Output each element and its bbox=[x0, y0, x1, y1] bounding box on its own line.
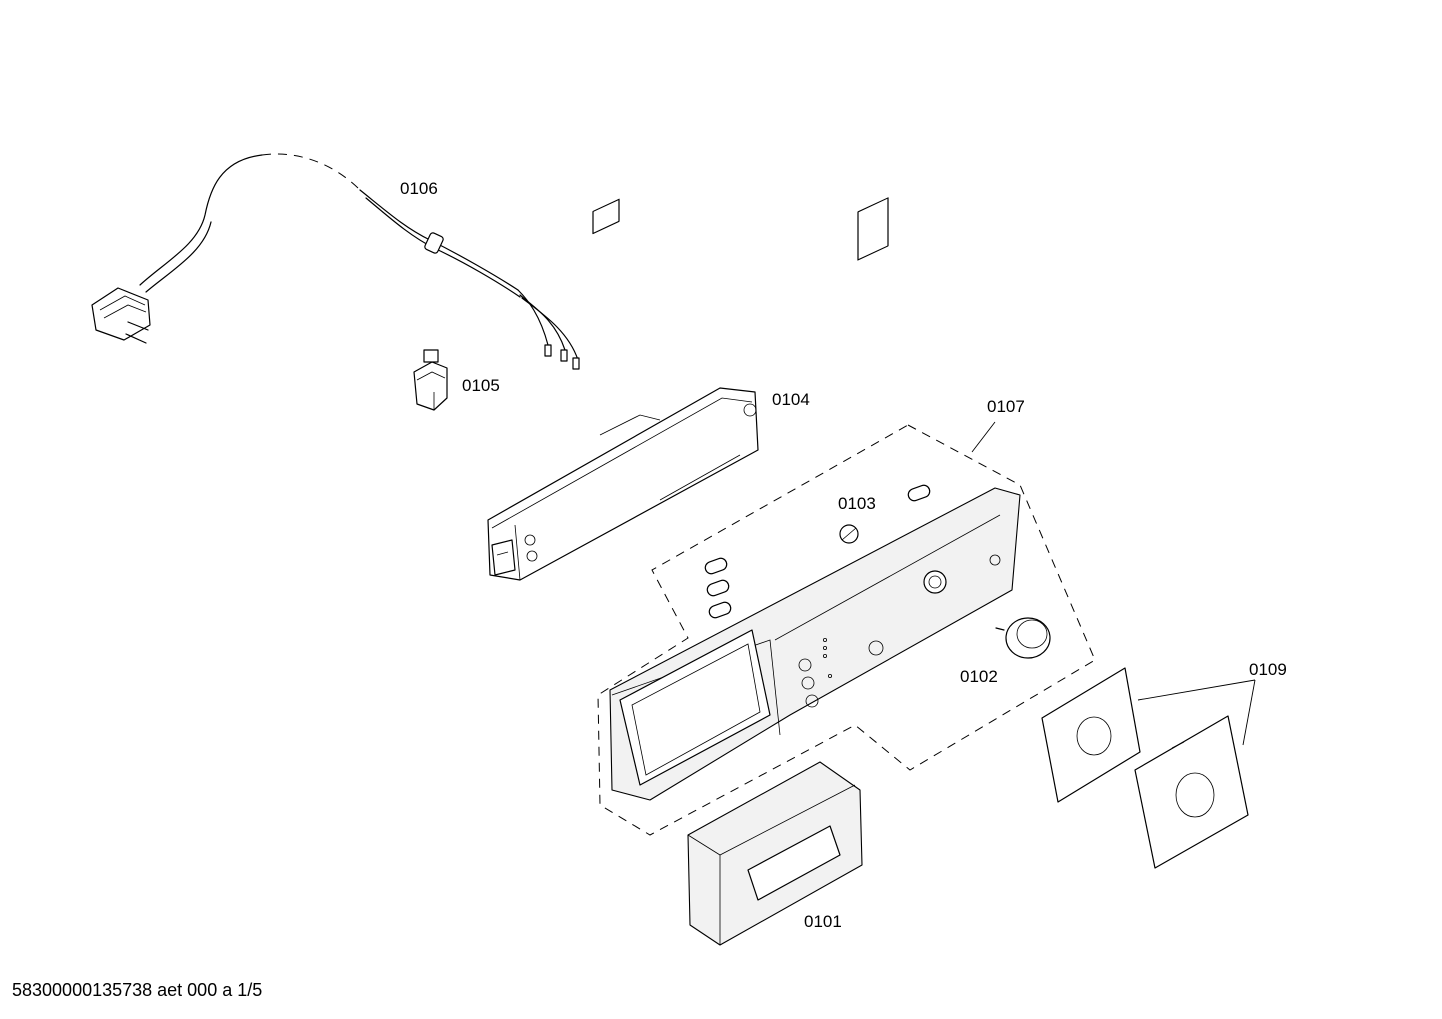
document-number: 58300000135738 aet 000 a 1/5 bbox=[12, 980, 263, 1000]
interference-filter-part bbox=[413, 349, 448, 411]
part-label-0102: 0102 bbox=[960, 667, 998, 686]
decorative-panel-part bbox=[1041, 667, 1249, 869]
control-knob-part bbox=[995, 617, 1051, 659]
knob-insert-part bbox=[839, 524, 859, 544]
part-label-0107: 0107 bbox=[987, 397, 1025, 416]
part-label-0109: 0109 bbox=[1249, 660, 1287, 679]
part-label-0104: 0104 bbox=[772, 390, 810, 409]
part-label-0105: 0105 bbox=[462, 376, 500, 395]
dispenser-drawer-handle-part bbox=[687, 761, 863, 946]
fascia-panel-assembly-part bbox=[597, 197, 1096, 836]
part-label-0101: 0101 bbox=[804, 912, 842, 931]
part-label-0103: 0103 bbox=[838, 494, 876, 513]
control-module-part bbox=[487, 198, 759, 581]
power-cord-part bbox=[91, 153, 580, 370]
part-label-0106: 0106 bbox=[400, 179, 438, 198]
leader-lines bbox=[971, 421, 1256, 746]
